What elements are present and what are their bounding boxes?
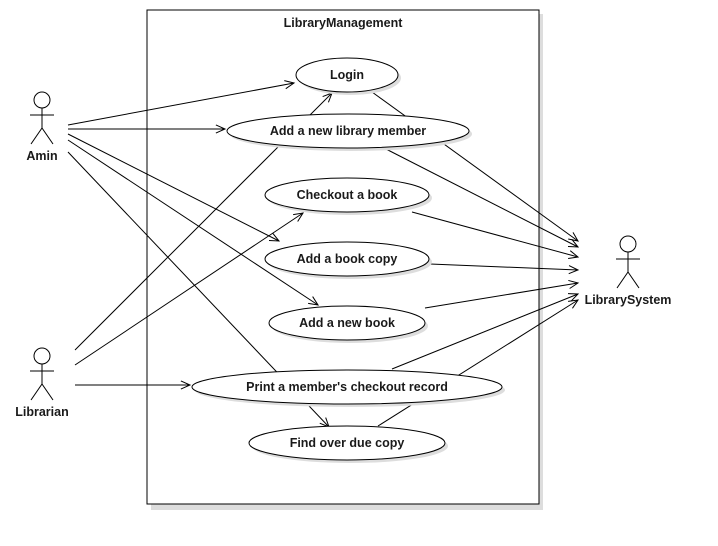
stick-figure-icon — [616, 235, 640, 289]
system-title: LibraryManagement — [284, 16, 404, 30]
association-add-book-to-librarysystem — [424, 279, 580, 309]
actor-amin[interactable]: Amin — [26, 91, 58, 163]
association-checkout-to-librarysystem — [411, 211, 580, 260]
arrowhead-icon — [567, 238, 580, 248]
arrowhead-icon — [567, 293, 580, 302]
actor-librarian[interactable]: Librarian — [15, 347, 69, 419]
use-case-find-overdue[interactable]: Find over due copy — [248, 425, 448, 463]
use-case-label: Login — [330, 68, 364, 82]
arrowhead-icon — [568, 250, 580, 260]
association-print-record-to-librarysystem — [391, 293, 580, 370]
use-case-label: Add a new book — [299, 316, 395, 330]
association-amin-to-add-member — [68, 124, 227, 134]
association-amin-to-login — [67, 80, 296, 126]
use-case-add-book[interactable]: Add a new book — [268, 305, 428, 343]
use-case-label: Find over due copy — [290, 436, 405, 450]
use-case-add-member[interactable]: Add a new library member — [226, 113, 472, 151]
arrowhead-icon — [268, 232, 281, 242]
arrowhead-icon — [568, 279, 580, 289]
arrowhead-icon — [215, 124, 227, 134]
use-case-login[interactable]: Login — [295, 57, 401, 95]
stick-figure-icon — [30, 91, 54, 145]
use-case-add-copy[interactable]: Add a book copy — [264, 241, 432, 279]
arrowhead-icon — [180, 380, 192, 390]
use-case-label: Add a book copy — [297, 252, 398, 266]
use-case-checkout[interactable]: Checkout a book — [264, 177, 432, 215]
association-add-copy-to-librarysystem — [429, 263, 580, 275]
actor-label: Librarian — [15, 405, 69, 419]
association-librarian-to-print-record — [75, 380, 192, 390]
association-amin-to-add-book — [67, 139, 320, 306]
stick-figure-icon — [30, 347, 54, 401]
use-case-print-record[interactable]: Print a member's checkout record — [191, 369, 505, 407]
association-amin-to-add-copy — [67, 133, 281, 242]
association-librarian-to-checkout — [74, 212, 305, 366]
arrowhead-icon — [308, 296, 320, 306]
actor-librarysystem[interactable]: LibrarySystem — [585, 235, 672, 307]
associations — [67, 80, 580, 428]
arrowhead-icon — [568, 299, 580, 309]
actor-label: LibrarySystem — [585, 293, 672, 307]
arrowhead-icon — [568, 265, 580, 275]
arrowhead-icon — [293, 212, 305, 222]
association-add-member-to-librarysystem — [383, 147, 580, 248]
arrowhead-icon — [284, 80, 296, 90]
actor-label: Amin — [26, 149, 57, 163]
use-case-label: Checkout a book — [297, 188, 398, 202]
use-case-label: Print a member's checkout record — [246, 380, 448, 394]
use-case-label: Add a new library member — [270, 124, 426, 138]
